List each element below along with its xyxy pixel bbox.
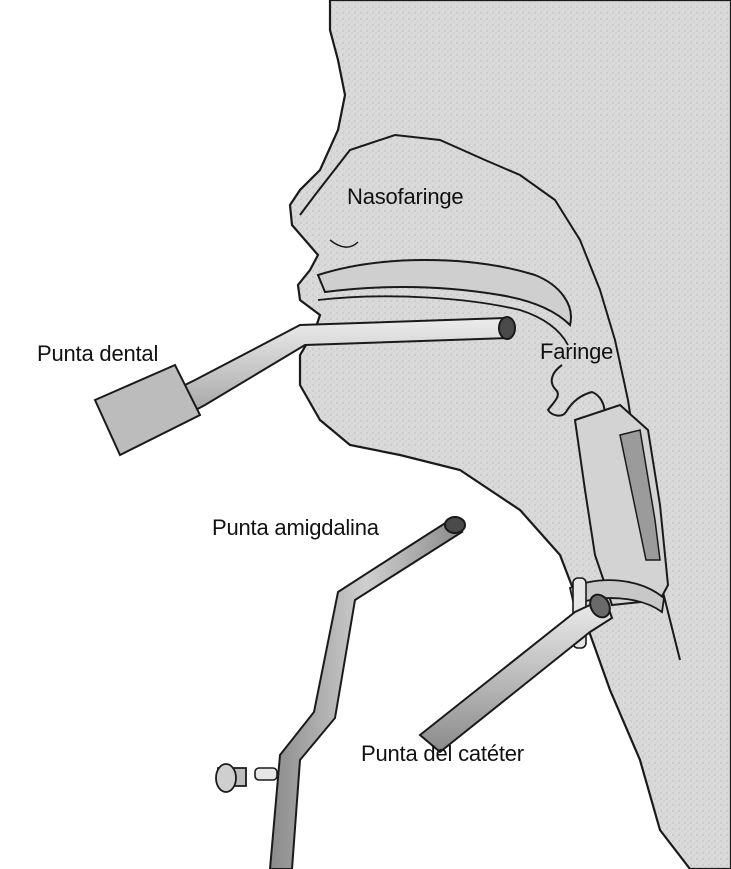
label-punta-del-cateter: Punta del catéter	[361, 743, 524, 765]
label-punta-dental: Punta dental	[37, 343, 158, 365]
label-punta-amigdalina: Punta amigdalina	[212, 517, 379, 539]
head-profile-icon	[290, 0, 731, 869]
tonsil-suction-tip-icon	[216, 517, 465, 869]
label-faringe: Faringe	[540, 341, 613, 363]
label-nasofaringe: Nasofaringe	[347, 186, 463, 208]
catheter-tip-icon	[420, 591, 614, 752]
